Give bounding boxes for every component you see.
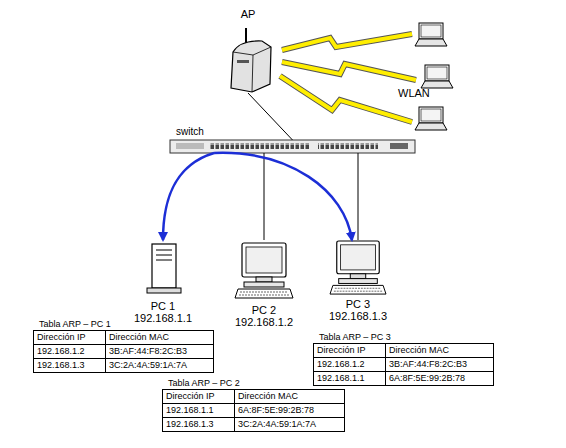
ip-address: 192.168.1.2: [235, 316, 293, 328]
laptop-icon: [415, 23, 447, 46]
switch-ports: [210, 143, 310, 149]
table-header-cell: Dirección IP: [314, 344, 386, 358]
device-label: AP: [222, 8, 274, 20]
network-label: WLAN: [398, 87, 430, 99]
access-point-edge: [233, 47, 271, 92]
table-cell: 3C:2A:4A:59:1A:7A: [106, 359, 214, 373]
wireless-bolt: [280, 76, 412, 122]
table-header-cell: Dirección IP: [34, 331, 106, 345]
table-cell: 6A:8F:5E:99:2B:78: [386, 372, 494, 386]
table-cell: 192.168.1.2: [314, 358, 386, 372]
switch-node: switch: [170, 140, 415, 153]
table-header-cell: Dirección MAC: [386, 344, 494, 358]
ip-address: 192.168.1.3: [329, 310, 387, 322]
access-point-icon: [231, 28, 271, 92]
network-cable: [358, 153, 359, 240]
device-label: switch: [176, 126, 204, 138]
table-title: Tabla ARP – PC 1: [39, 318, 111, 331]
pc-name: PC 2: [252, 304, 276, 316]
switch-panel: [176, 143, 204, 149]
table-header-cell: Dirección MAC: [235, 390, 345, 404]
table-header-cell: Dirección MAC: [106, 331, 214, 345]
pc-node: PC 3192.168.1.3: [320, 240, 396, 322]
wireless-bolt: [282, 62, 416, 80]
table-cell: 3B:AF:44:F8:2C:B3: [106, 345, 214, 359]
table-cell: 192.168.1.1: [314, 372, 386, 386]
desktop-pc-icon: [235, 243, 293, 298]
tower-drive: [156, 250, 172, 260]
table-title: Tabla ARP – PC 2: [168, 377, 240, 390]
table-title: Tabla ARP – PC 3: [319, 331, 391, 344]
tower-base: [147, 288, 181, 293]
switch-panel: [390, 143, 408, 149]
table-cell: 192.168.1.3: [34, 359, 106, 373]
ap-node: AP: [222, 8, 274, 93]
traffic-arrow: [214, 153, 352, 240]
traffic-arrow: [163, 153, 214, 240]
table-cell: 3B:AF:44:F8:2C:B3: [386, 358, 494, 372]
wireless-bolt: [280, 34, 416, 122]
pc-node: PC 1192.168.1.1: [128, 240, 198, 324]
table-node: Tabla ARP – PC 1Dirección IPDirección MA…: [33, 330, 214, 373]
ip-address: 192.168.1.1: [134, 312, 192, 324]
wireless-bolt: [280, 76, 412, 122]
pc-name: PC 1: [151, 300, 175, 312]
switch-body: [170, 140, 415, 153]
switch-icon: [170, 140, 415, 153]
table-cell: 6A:8F:5E:99:2B:78: [235, 404, 345, 418]
network-cable: [248, 93, 293, 140]
table-node: Tabla ARP – PC 2Dirección IPDirección MA…: [162, 389, 345, 432]
desktop-pc-icon: [330, 241, 386, 294]
table-node: Tabla ARP – PC 3Dirección IPDirección MA…: [313, 343, 494, 386]
access-point-body: [231, 41, 271, 92]
wireless-bolt: [282, 62, 416, 80]
table-header-cell: Dirección IP: [163, 390, 235, 404]
tower-pc-icon: [147, 244, 181, 293]
tower-body: [152, 244, 176, 288]
table-cell: 192.168.1.2: [34, 345, 106, 359]
access-point-led: [237, 60, 249, 63]
switch-ports: [318, 143, 378, 149]
laptop-icon: [415, 107, 447, 130]
table-cell: 192.168.1.1: [163, 404, 235, 418]
pc-name: PC 3: [346, 298, 370, 310]
network-cable: [264, 153, 265, 240]
pc-node: PC 2192.168.1.2: [226, 240, 302, 328]
wireless-bolt: [282, 34, 412, 50]
table-cell: 192.168.1.3: [163, 418, 235, 432]
table-cell: 3C:2A:4A:59:1A:7A: [235, 418, 345, 432]
wireless-bolt: [282, 34, 412, 50]
laptop-icon: [421, 65, 453, 88]
